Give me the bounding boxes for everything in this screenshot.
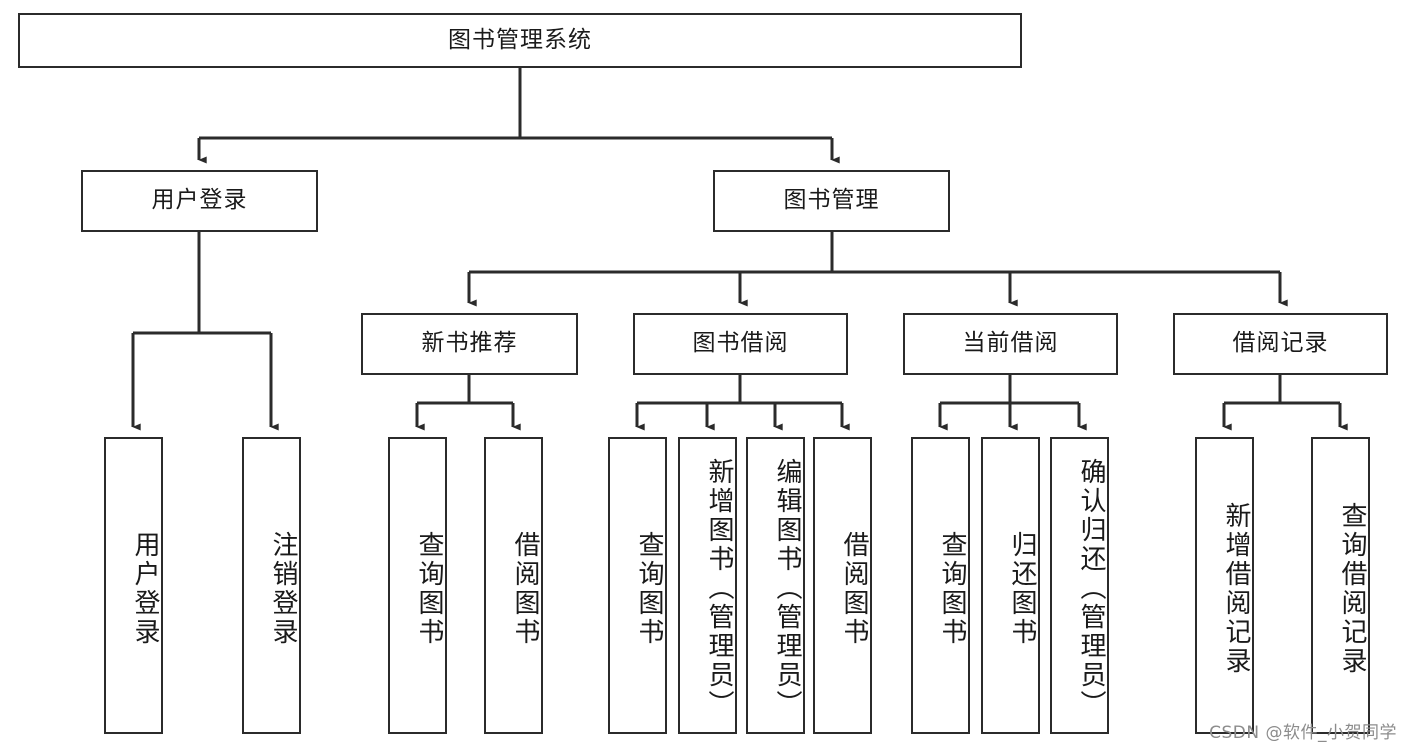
leaf-add-record-label: 新增借阅记录 <box>1221 501 1251 676</box>
leaf-user-logout[interactable]: 注销登录 <box>242 437 301 734</box>
leaf-user-logout-label: 注销登录 <box>268 530 298 647</box>
leaf-add-record[interactable]: 新增借阅记录 <box>1195 437 1254 734</box>
node-borrow-record[interactable]: 借阅记录 <box>1173 313 1388 375</box>
node-book-manage[interactable]: 图书管理 <box>713 170 950 232</box>
node-user-login[interactable]: 用户登录 <box>81 170 318 232</box>
node-borrow-record-label: 借阅记录 <box>1232 330 1329 357</box>
node-book-borrow-label: 图书借阅 <box>692 330 789 357</box>
node-book-borrow[interactable]: 图书借阅 <box>633 313 848 375</box>
leaf-query-book-1-label: 查询图书 <box>414 530 444 647</box>
csdn-watermark: CSDN @软件_小贺同学 <box>1209 723 1397 743</box>
leaf-confirm-return[interactable]: 确认归还（管理员） <box>1050 437 1109 734</box>
leaf-edit-book[interactable]: 编辑图书（管理员） <box>746 437 805 734</box>
leaf-query-book-2-label: 查询图书 <box>634 530 664 647</box>
leaf-return-book-label: 归还图书 <box>1007 530 1037 647</box>
leaf-borrow-book-1-label: 借阅图书 <box>510 530 540 647</box>
leaf-borrow-book-2[interactable]: 借阅图书 <box>813 437 872 734</box>
leaf-query-book-3[interactable]: 查询图书 <box>911 437 970 734</box>
leaf-user-login[interactable]: 用户登录 <box>104 437 163 734</box>
node-user-login-label: 用户登录 <box>151 187 248 214</box>
leaf-query-book-2[interactable]: 查询图书 <box>608 437 667 734</box>
node-root[interactable]: 图书管理系统 <box>18 13 1022 68</box>
leaf-user-login-label: 用户登录 <box>130 530 160 647</box>
leaf-add-book[interactable]: 新增图书（管理员） <box>678 437 737 734</box>
node-new-book-recommend-label: 新书推荐 <box>421 330 518 357</box>
leaf-confirm-return-label: 确认归还（管理员） <box>1076 458 1106 719</box>
node-book-manage-label: 图书管理 <box>783 187 880 214</box>
node-root-label: 图书管理系统 <box>448 26 592 53</box>
leaf-query-book-1[interactable]: 查询图书 <box>388 437 447 734</box>
node-current-borrow[interactable]: 当前借阅 <box>903 313 1118 375</box>
leaf-borrow-book-2-label: 借阅图书 <box>839 530 869 647</box>
leaf-return-book[interactable]: 归还图书 <box>981 437 1040 734</box>
leaf-add-book-label: 新增图书（管理员） <box>704 458 734 719</box>
node-current-borrow-label: 当前借阅 <box>962 330 1059 357</box>
leaf-borrow-book-1[interactable]: 借阅图书 <box>484 437 543 734</box>
node-new-book-recommend[interactable]: 新书推荐 <box>361 313 578 375</box>
leaf-query-record-label: 查询借阅记录 <box>1337 501 1367 676</box>
leaf-query-record[interactable]: 查询借阅记录 <box>1311 437 1370 734</box>
leaf-edit-book-label: 编辑图书（管理员） <box>772 458 802 719</box>
leaf-query-book-3-label: 查询图书 <box>937 530 967 647</box>
